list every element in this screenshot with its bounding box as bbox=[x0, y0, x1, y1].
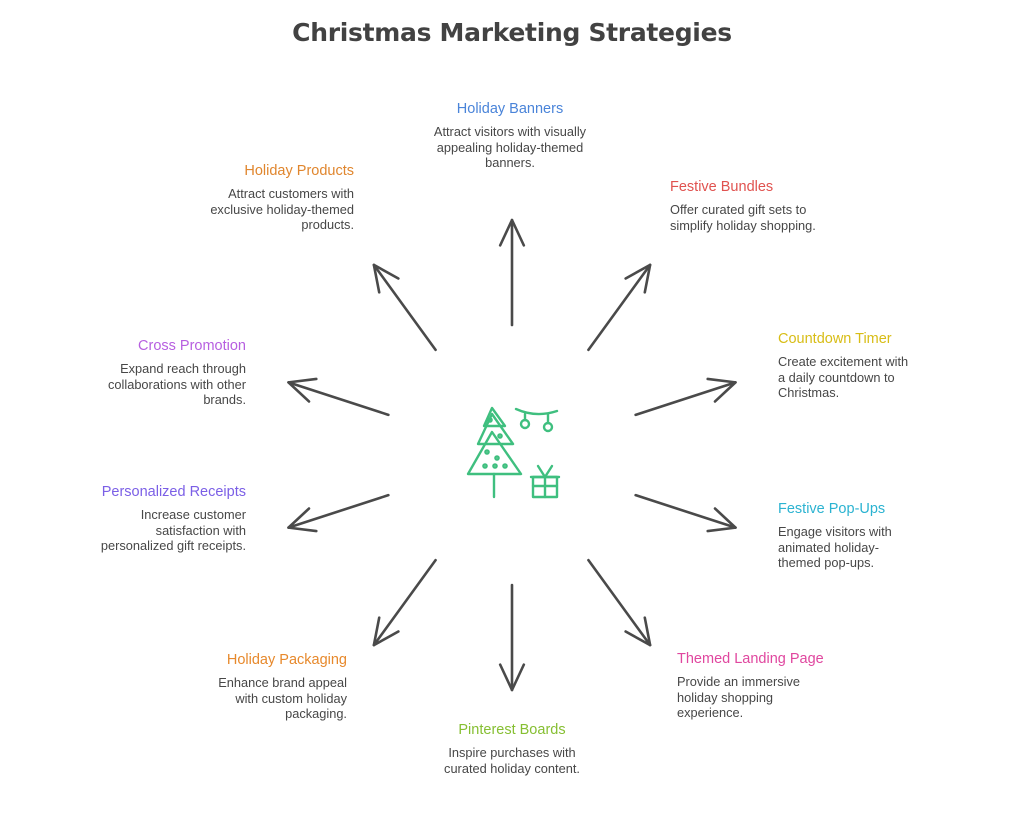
strategy-description: Engage visitors with animated holiday-th… bbox=[778, 524, 892, 570]
strategy-title: Holiday Packaging bbox=[226, 652, 347, 668]
strategy-title: Personalized Receipts bbox=[101, 484, 246, 500]
strategy-description: Offer curated gift sets to simplify holi… bbox=[670, 202, 816, 233]
arrow-head bbox=[624, 263, 652, 294]
arrow-shaft bbox=[372, 263, 437, 352]
strategy-title: Themed Landing Page bbox=[677, 651, 824, 667]
arrow-shaft bbox=[634, 381, 737, 417]
strategy-arrow bbox=[287, 493, 390, 533]
strategy-description: Increase customer satisfaction with pers… bbox=[100, 507, 246, 553]
arrow-shaft bbox=[372, 558, 437, 647]
strategy-arrow bbox=[498, 583, 526, 692]
arrow-head bbox=[706, 377, 737, 403]
arrow-shaft bbox=[634, 493, 737, 529]
arrow-head bbox=[498, 663, 526, 692]
arrow-head bbox=[372, 263, 400, 294]
strategy-arrow bbox=[372, 263, 437, 352]
arrow-shaft bbox=[587, 263, 652, 352]
arrow-head bbox=[706, 507, 737, 533]
strategy-arrow bbox=[498, 218, 526, 327]
strategy-title: Countdown Timer bbox=[778, 331, 892, 347]
strategy-title: Festive Pop-Ups bbox=[778, 501, 886, 517]
strategy-description: Inspire purchases with curated holiday c… bbox=[444, 745, 580, 776]
strategy-arrow bbox=[587, 558, 652, 647]
arrow-shaft bbox=[287, 493, 390, 529]
strategy-title: Festive Bundles bbox=[670, 179, 774, 195]
strategy-description: Enhance brand appeal with custom holiday… bbox=[218, 675, 347, 721]
arrow-head bbox=[624, 616, 652, 647]
strategy-description: Create excitement with a daily countdown… bbox=[778, 354, 909, 400]
strategy-title: Holiday Products bbox=[244, 163, 354, 179]
strategy-description: Attract customers with exclusive holiday… bbox=[210, 186, 354, 232]
strategy-title: Pinterest Boards bbox=[458, 722, 566, 738]
arrow-shaft bbox=[587, 558, 652, 647]
strategy-description: Expand reach through collaborations with… bbox=[108, 361, 246, 407]
christmas-tree-gift-icon bbox=[466, 406, 561, 499]
arrow-head bbox=[372, 616, 400, 647]
strategy-arrow bbox=[287, 377, 390, 417]
diagram-title: Christmas Marketing Strategies bbox=[292, 18, 732, 47]
arrow-head bbox=[287, 507, 318, 533]
strategy-arrow bbox=[587, 263, 652, 352]
strategy-arrow bbox=[372, 558, 437, 647]
arrow-head bbox=[498, 218, 526, 247]
strategy-title: Holiday Banners bbox=[456, 101, 564, 117]
strategy-arrow bbox=[634, 493, 737, 533]
arrow-shaft bbox=[287, 381, 390, 417]
strategy-description: Attract visitors with visually appealing… bbox=[433, 124, 587, 170]
arrow-head bbox=[287, 377, 318, 403]
strategy-arrow bbox=[634, 377, 737, 417]
strategy-title: Cross Promotion bbox=[138, 338, 246, 354]
strategy-description: Provide an immersive holiday shopping ex… bbox=[677, 674, 801, 720]
